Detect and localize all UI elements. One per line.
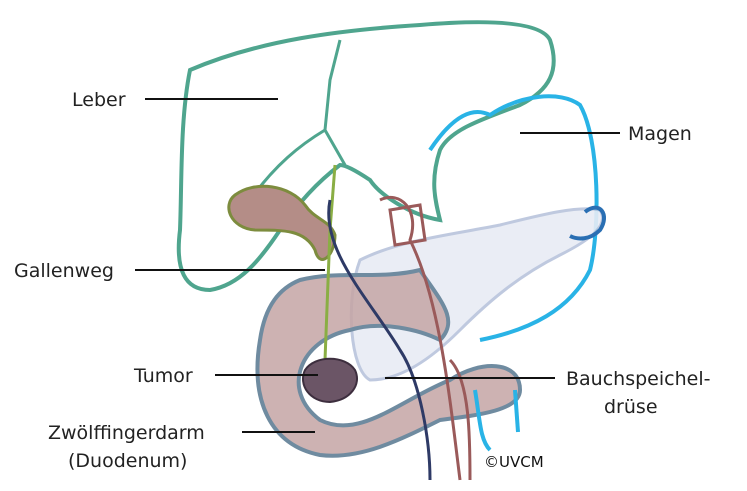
label-liver: Leber [72, 89, 126, 111]
label-duodenum-1: Zwölffingerdarm [48, 422, 205, 444]
label-stomach: Magen [628, 123, 692, 145]
gallbladder [227, 184, 337, 261]
vein [327, 199, 432, 481]
artery [379, 195, 462, 481]
copyright: ©UVCM [484, 453, 544, 471]
label-pancreas-1: Bauchspeichel- [566, 368, 711, 390]
tumor [302, 357, 358, 404]
label-duodenum-2: (Duodenum) [68, 450, 188, 472]
leader-lines [135, 98, 620, 433]
stomach [428, 94, 599, 342]
label-bile-duct: Gallenweg [14, 260, 114, 282]
label-pancreas-2: drüse [604, 396, 658, 418]
duodenum [255, 267, 523, 458]
label-tumor: Tumor [134, 365, 193, 387]
